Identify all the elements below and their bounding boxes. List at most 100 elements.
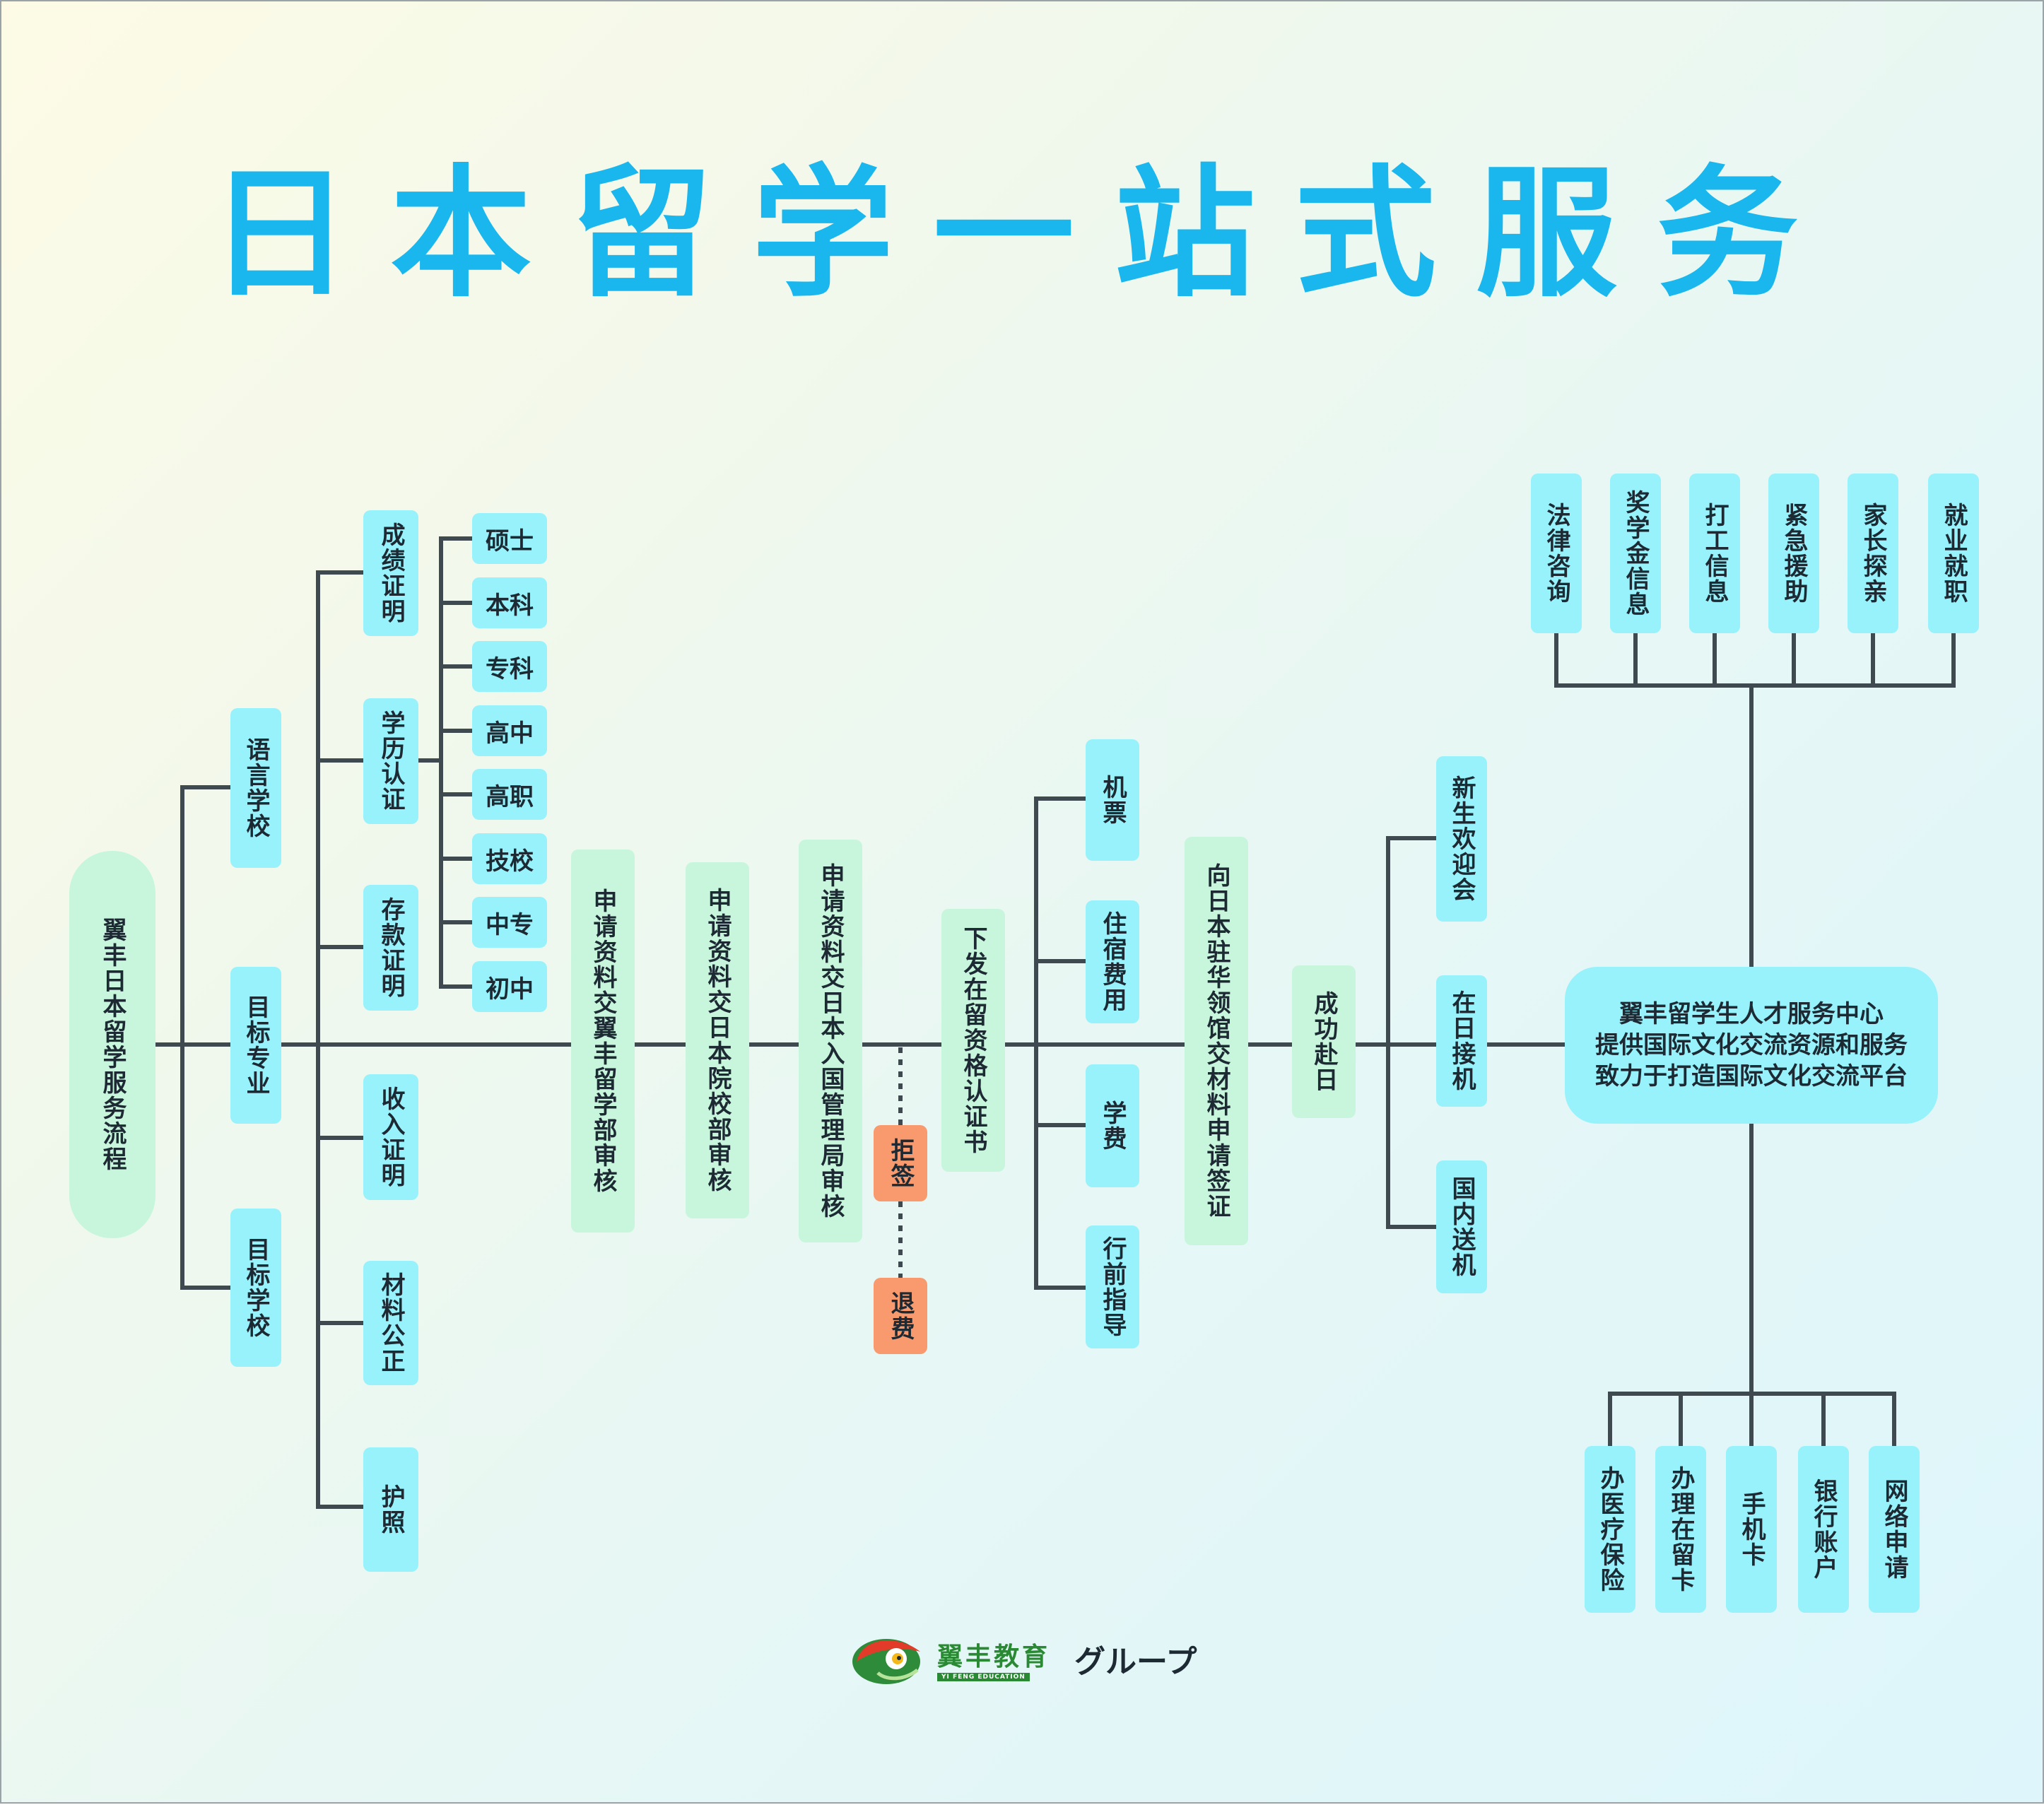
step-embassy-visa: 向日本驻华领馆交材料申请签证	[1185, 837, 1248, 1245]
node-label: 申请资料交日本入国管理局审核	[816, 863, 845, 1219]
node-label: 收入证明	[377, 1086, 405, 1188]
node-welcome-party: 新生欢迎会	[1436, 756, 1487, 922]
footer-logo: 翼丰教育 YI FENG EDUCATION グループ	[850, 1627, 1197, 1691]
node-employment: 就业就职	[1928, 474, 1979, 633]
node-label: 银行账户	[1809, 1478, 1838, 1580]
node-label: 高职	[486, 782, 534, 811]
node-air-ticket: 机票	[1086, 739, 1139, 861]
node-label: 行前指导	[1098, 1236, 1127, 1338]
node-degree-cert: 学历认证	[363, 698, 418, 824]
node-pre-departure-guide: 行前指导	[1086, 1225, 1139, 1348]
node-label: 目标学校	[242, 1237, 270, 1339]
node-label: 硕士	[486, 527, 534, 555]
node-label: 网络申请	[1880, 1478, 1908, 1580]
center-line-1: 翼丰留学生人才服务中心	[1619, 1000, 1884, 1028]
node-medical-insurance: 办医疗保险	[1585, 1446, 1635, 1613]
node-emergency-aid: 紧急援助	[1768, 474, 1819, 633]
node-family-visit: 家长探亲	[1848, 474, 1898, 633]
node-deposit-cert: 存款证明	[363, 885, 418, 1011]
node-notarization: 材料公正	[363, 1261, 418, 1385]
node-transcript: 成绩证明	[363, 510, 418, 636]
node-label: 机票	[1098, 775, 1127, 825]
node-label: 成功赴日	[1310, 991, 1338, 1093]
node-label: 退费	[886, 1290, 915, 1341]
node-secondary-vocational: 中专	[472, 897, 547, 948]
node-tuition: 学费	[1086, 1064, 1139, 1187]
center-line-2: 提供国际文化交流资源和服务	[1595, 1031, 1908, 1059]
node-airport-pickup: 在日接机	[1436, 975, 1487, 1107]
step-refund: 退费	[874, 1278, 927, 1354]
node-label: 中专	[486, 910, 534, 939]
node-high-school: 高中	[472, 705, 547, 756]
node-target-major: 目标专业	[230, 967, 281, 1124]
node-label: 技校	[486, 847, 534, 876]
brand-group: グループ	[1074, 1644, 1197, 1680]
node-label: 奖学金信息	[1621, 490, 1650, 617]
brand-tagline: YI FENG EDUCATION	[937, 1673, 1030, 1681]
node-label: 目标专业	[242, 994, 270, 1096]
node-language-school: 语言学校	[230, 708, 281, 868]
step-arrival-japan: 成功赴日	[1292, 965, 1356, 1118]
node-label: 紧急援助	[1780, 502, 1808, 604]
node-label: 新生欢迎会	[1447, 775, 1476, 903]
brand-name: 翼丰教育	[937, 1642, 1051, 1671]
node-label: 在日接机	[1447, 990, 1476, 1092]
node-label: 成绩证明	[377, 522, 405, 624]
node-housing-fee: 住宿费用	[1086, 900, 1139, 1023]
node-label: 国内送机	[1447, 1176, 1476, 1278]
node-label: 打工信息	[1701, 502, 1729, 604]
node-label: 就业就职	[1939, 502, 1968, 604]
step-submit-school: 申请资料交日本院校部审核	[686, 862, 749, 1218]
node-label: 办医疗保险	[1596, 1466, 1624, 1593]
node-junior-college: 专科	[472, 641, 547, 692]
node-master: 硕士	[472, 513, 547, 564]
node-label: 学历认证	[377, 710, 405, 812]
node-label: 向日本驻华领馆交材料申请签证	[1202, 863, 1230, 1219]
node-label: 下发在留资格认证书	[959, 926, 987, 1155]
node-label: 申请资料交日本院校部审核	[703, 888, 732, 1193]
node-phone-card: 手机卡	[1726, 1446, 1777, 1613]
node-label: 拒签	[886, 1138, 915, 1189]
node-label: 护照	[377, 1484, 405, 1535]
center-line-3: 致力于打造国际文化交流平台	[1595, 1062, 1908, 1090]
node-label: 材料公正	[377, 1272, 405, 1374]
node-label: 初中	[486, 975, 534, 1004]
node-internet-application: 网络申请	[1869, 1446, 1920, 1613]
node-label: 语言学校	[242, 737, 270, 839]
node-residence-card: 办理在留卡	[1655, 1446, 1706, 1613]
node-label: 办理在留卡	[1667, 1466, 1695, 1593]
node-bachelor: 本科	[472, 577, 547, 628]
node-domestic-sendoff: 国内送机	[1436, 1160, 1487, 1293]
node-target-school: 目标学校	[230, 1209, 281, 1367]
node-passport: 护照	[363, 1447, 418, 1572]
node-income-cert: 收入证明	[363, 1074, 418, 1200]
node-vocational-college: 高职	[472, 769, 547, 820]
step-submit-immigration: 申请资料交日本入国管理局审核	[799, 840, 862, 1242]
node-junior-high: 初中	[472, 961, 547, 1012]
node-label: 专科	[486, 654, 534, 683]
node-label: 家长探亲	[1859, 502, 1887, 604]
service-center-node: 翼丰留学生人才服务中心 提供国际文化交流资源和服务 致力于打造国际文化交流平台	[1565, 967, 1938, 1124]
node-label: 本科	[486, 591, 534, 620]
node-label: 学费	[1098, 1100, 1127, 1151]
node-parttime-info: 打工信息	[1689, 474, 1740, 633]
node-label: 高中	[486, 719, 534, 748]
node-scholarship-info: 奖学金信息	[1610, 474, 1661, 633]
node-label: 存款证明	[377, 897, 405, 999]
node-label: 法律咨询	[1542, 502, 1570, 604]
yifeng-logo-icon	[852, 1639, 920, 1684]
root-label: 翼丰日本留学服务流程	[98, 917, 127, 1172]
node-bank-account: 银行账户	[1798, 1446, 1849, 1613]
root-node: 翼丰日本留学服务流程	[69, 851, 155, 1238]
step-visa-refused: 拒签	[874, 1125, 927, 1201]
node-label: 住宿费用	[1098, 911, 1127, 1013]
node-label: 手机卡	[1737, 1491, 1766, 1568]
node-label: 申请资料交翼丰留学部审核	[589, 888, 617, 1194]
page-title: 日本留学一站式服务	[208, 152, 1838, 317]
step-submit-yifeng: 申请资料交翼丰留学部审核	[571, 849, 635, 1233]
node-technical-school: 技校	[472, 833, 547, 884]
node-legal-consulting: 法律咨询	[1531, 474, 1582, 633]
step-coe-issued: 下发在留资格认证书	[941, 909, 1005, 1172]
